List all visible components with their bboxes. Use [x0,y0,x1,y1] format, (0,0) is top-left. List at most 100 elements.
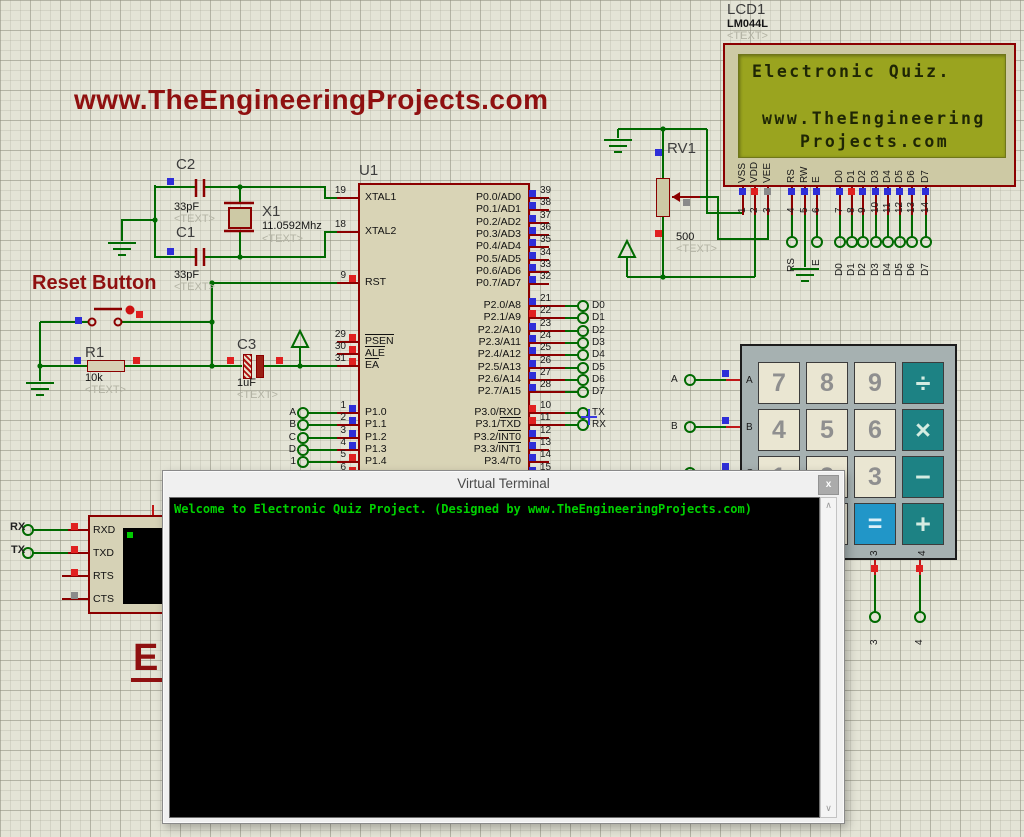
u1-pin-number: 4 [340,437,346,448]
logic-state-square [764,188,771,195]
logic-state-square [529,323,536,330]
bus-terminal-label: D6 [592,374,605,385]
u1-pin-label: P1.3 [365,443,387,455]
u1-pin-label: P2.0/A8 [483,299,521,311]
keypad-key-6[interactable]: 6 [854,409,896,451]
u1-pin-number: 19 [334,185,346,196]
u1-pin-number: 10 [540,400,552,411]
lcd-terminal-label: RS [786,258,797,272]
logic-state-square [529,215,536,222]
logic-state-square [908,188,915,195]
logic-state-square [167,178,174,185]
logic-state-square [136,311,143,318]
logic-state-square [71,546,78,553]
logic-state-square [529,360,536,367]
keypad-key-5[interactable]: 5 [806,409,848,451]
keypad-key-3[interactable]: 3 [854,456,896,498]
r1-ref: R1 [85,344,105,361]
overbar-signal: EA [365,358,380,371]
keypad-row-label: A [746,375,753,386]
keypad-key-4[interactable]: 4 [758,409,800,451]
u1-pin-number: 2 [340,412,346,423]
lcd-line-4: Projects.com [800,132,950,151]
close-button[interactable]: x [818,475,839,495]
scroll-down-icon[interactable]: ∨ [825,804,832,814]
u1-pin-label: ALE [365,346,385,359]
logic-state-square [916,565,923,572]
scroll-up-icon[interactable]: ∧ [825,501,832,511]
logic-state-square [74,357,81,364]
u1-pin-label: P2.6/A14 [477,373,521,385]
r1-value: 10k [85,372,103,384]
u1-pin-number: 25 [540,342,552,353]
bus-terminal-label: D7 [592,386,605,397]
u1-pin-number: 13 [540,437,552,448]
keypad-key-×[interactable]: × [902,409,944,451]
u1-pin-label: P0.4/AD4 [476,240,521,252]
u1-pin-label: P0.3/AD3 [476,228,521,240]
lcd-pin-name: D3 [870,170,881,183]
c2-ref: C2 [176,156,196,173]
scrollbar[interactable]: ∧ ∨ [820,497,837,818]
keypad-terminal-label: 4 [914,639,925,645]
u1-pin-label: P0.2/AD2 [476,216,521,228]
keypad-key-+[interactable]: + [902,503,944,545]
u1-pin-label: P3.3/INT1 [473,442,521,455]
virtual-terminal-window: Virtual Terminal x Welcome to Electronic… [162,470,845,824]
rv1-ref: RV1 [667,140,696,157]
c3-placeholder: <TEXT> [237,389,278,401]
keypad-key-9[interactable]: 9 [854,362,896,404]
keypad-key-−[interactable]: − [902,456,944,498]
bus-terminal-label: D5 [592,362,605,373]
bus-terminal-label: D1 [592,312,605,323]
u1-pin-label: P1.4 [365,455,387,467]
u1-pin-number: 5 [340,449,346,460]
keypad-row-label: B [746,421,753,433]
overbar-signal: ALE [365,346,385,359]
u1-pin-number: 36 [540,222,552,233]
bus-terminal-label: D3 [592,337,605,348]
logic-state-square [529,239,536,246]
keypad-key-8[interactable]: 8 [806,362,848,404]
overbar-signal: INT1 [498,442,521,455]
u1-pin-label: P2.1/A9 [483,311,521,323]
u1-pin-number: 37 [540,210,552,221]
lcd-terminal-label: D6 [906,263,917,276]
logic-state-square [75,317,82,324]
u1-pin-label: PSEN [365,334,394,347]
lcd-terminal-label: D5 [894,263,905,276]
x1-value: 11.0592Mhz [262,220,322,232]
logic-state-square [529,430,536,437]
logic-state-square [529,276,536,283]
logic-state-square [71,523,78,530]
terminal-cursor [127,532,133,538]
c1-ref: C1 [176,224,196,241]
lcd-pin-name: VDD [749,161,760,183]
x1-placeholder: <TEXT> [262,233,303,245]
logic-state-square [529,442,536,449]
keypad-key-=[interactable]: = [854,503,896,545]
c2-value: 33pF [174,201,200,213]
lcd-pin-name: D6 [906,170,917,183]
logic-state-square [529,252,536,259]
u1-pin-label: P3.4/T0 [484,455,521,467]
u1-pin-label: P0.6/AD6 [476,265,521,277]
keypad-key-7[interactable]: 7 [758,362,800,404]
potentiometer-body [656,178,670,217]
logic-state-square [529,347,536,354]
u1-pin-label: P1.2 [365,431,387,443]
serial-pin-label: TXD [93,547,114,559]
logic-state-square [859,188,866,195]
lcd-display-body: Electronic Quiz. www.TheEngineering Proj… [723,43,1016,187]
keypad-col-label: 3 [869,550,880,556]
lcd-pin-number: 12 [894,201,905,213]
lcd-pin-name: D5 [894,170,905,183]
u1-pin-number: 28 [540,379,552,390]
bus-terminal-label: D0 [592,300,605,311]
logic-state-square [722,370,729,377]
keypad-key-÷[interactable]: ÷ [902,362,944,404]
u1-pin-label: P2.4/A12 [477,348,521,360]
lcd-pin-name: D0 [834,170,845,183]
